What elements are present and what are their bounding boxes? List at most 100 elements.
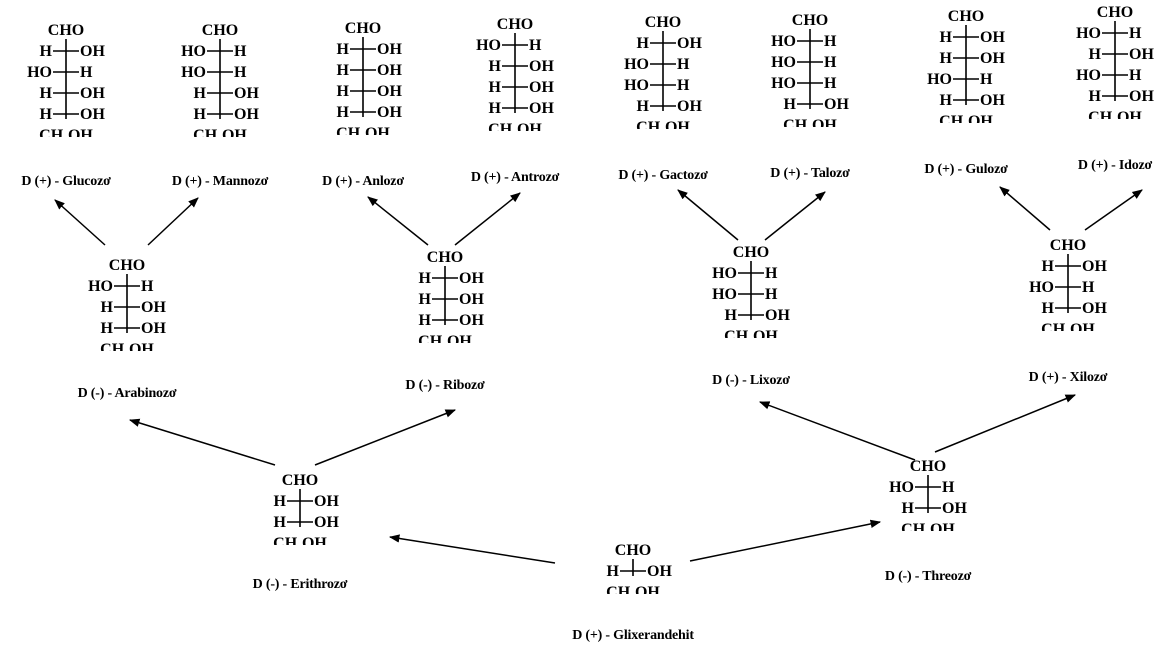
left-substituent: HO bbox=[1076, 67, 1101, 84]
sugar-name-idose: D (+) - Idozơ bbox=[1077, 158, 1153, 173]
right-substituent: H bbox=[765, 286, 778, 303]
right-substituent: OH bbox=[1129, 46, 1154, 63]
right-substituent: OH bbox=[1129, 88, 1154, 105]
hydroxymethyl-group: CH₂OH bbox=[783, 117, 837, 127]
right-substituent: OH bbox=[677, 98, 702, 115]
right-substituent: OH bbox=[980, 92, 1005, 109]
left-substituent: H bbox=[40, 85, 53, 102]
left-substituent: H bbox=[1042, 300, 1055, 317]
left-substituent: HO bbox=[88, 278, 113, 295]
right-substituent: OH bbox=[529, 79, 554, 96]
left-substituent: H bbox=[725, 307, 738, 324]
sugar-name-allose: D (+) - Anlozơ bbox=[322, 174, 404, 189]
right-substituent: OH bbox=[234, 106, 259, 123]
aldehyde-group: CHO bbox=[1097, 4, 1133, 21]
left-substituent: HO bbox=[624, 56, 649, 73]
hydroxymethyl-group: CH₂OH bbox=[273, 535, 327, 545]
right-substituent: OH bbox=[647, 563, 672, 580]
hydroxymethyl-group: CH₂OH bbox=[100, 341, 154, 351]
arrow-erythrose-to-arabinose bbox=[128, 418, 276, 466]
aldehyde-group: CHO bbox=[497, 16, 533, 33]
right-substituent: OH bbox=[980, 50, 1005, 67]
arrow-arabinose-to-mannose bbox=[147, 197, 199, 246]
left-substituent: H bbox=[419, 312, 432, 329]
left-substituent: H bbox=[337, 62, 350, 79]
right-substituent: OH bbox=[459, 291, 484, 308]
hydroxymethyl-group: CH₂OH bbox=[418, 333, 472, 343]
sugar-name-erythrose: D (-) - Erithrozơ bbox=[252, 577, 348, 592]
hydroxymethyl-group: CH₂OH bbox=[336, 125, 390, 135]
aldehyde-group: CHO bbox=[48, 22, 84, 39]
arrow-ribose-to-altrose bbox=[454, 192, 521, 246]
right-substituent: OH bbox=[80, 85, 105, 102]
right-substituent: OH bbox=[677, 35, 702, 52]
left-substituent: HO bbox=[181, 43, 206, 60]
left-substituent: HO bbox=[712, 286, 737, 303]
left-substituent: HO bbox=[1076, 25, 1101, 42]
hydroxymethyl-group: CH₂OH bbox=[1041, 321, 1095, 331]
right-substituent: H bbox=[1129, 25, 1142, 42]
hydroxymethyl-group: CH₂OH bbox=[724, 328, 778, 338]
hydroxymethyl-group: CH₂OH bbox=[636, 119, 690, 129]
right-substituent: OH bbox=[80, 43, 105, 60]
left-substituent: H bbox=[940, 29, 953, 46]
left-substituent: H bbox=[101, 299, 114, 316]
arrow-glyceraldehyde-to-erythrose bbox=[388, 534, 556, 564]
right-substituent: OH bbox=[459, 312, 484, 329]
left-substituent: HO bbox=[771, 33, 796, 50]
left-substituent: HO bbox=[712, 265, 737, 282]
left-substituent: H bbox=[274, 493, 287, 510]
left-substituent: HO bbox=[771, 54, 796, 71]
aldehyde-group: CHO bbox=[733, 244, 769, 261]
sugar-name-mannose: D (+) - Mannozơ bbox=[171, 174, 269, 189]
aldehyde-group: CHO bbox=[645, 14, 681, 31]
left-substituent: H bbox=[101, 320, 114, 337]
right-substituent: OH bbox=[765, 307, 790, 324]
right-substituent: H bbox=[529, 37, 542, 54]
aldehyde-group: CHO bbox=[948, 8, 984, 25]
right-substituent: H bbox=[824, 33, 837, 50]
sugar-name-arabinose: D (-) - Arabinozơ bbox=[77, 386, 177, 401]
right-substituent: H bbox=[141, 278, 154, 295]
hydroxymethyl-group: CH₂OH bbox=[1088, 109, 1142, 119]
right-substituent: OH bbox=[377, 62, 402, 79]
right-substituent: OH bbox=[80, 106, 105, 123]
right-substituent: OH bbox=[529, 58, 554, 75]
aldehyde-group: CHO bbox=[1050, 237, 1086, 254]
left-substituent: H bbox=[1089, 88, 1102, 105]
right-substituent: OH bbox=[234, 85, 259, 102]
sugar-name-ribose: D (-) - Ribozơ bbox=[405, 378, 485, 393]
right-substituent: H bbox=[824, 75, 837, 92]
left-substituent: H bbox=[607, 563, 620, 580]
left-substituent: H bbox=[40, 43, 53, 60]
right-substituent: OH bbox=[377, 83, 402, 100]
left-substituent: H bbox=[274, 514, 287, 531]
right-substituent: OH bbox=[377, 104, 402, 121]
arrow-erythrose-to-ribose bbox=[314, 409, 456, 466]
hydroxymethyl-group: CH₂OH bbox=[901, 521, 955, 531]
right-substituent: H bbox=[980, 71, 993, 88]
left-substituent: H bbox=[489, 58, 502, 75]
left-substituent: H bbox=[337, 83, 350, 100]
right-substituent: OH bbox=[1082, 258, 1107, 275]
left-substituent: H bbox=[489, 79, 502, 96]
arrow-lyxose-to-galactose bbox=[677, 189, 739, 241]
left-substituent: H bbox=[902, 500, 915, 517]
right-substituent: H bbox=[234, 43, 247, 60]
sugar-name-galactose: D (+) - Gactozơ bbox=[618, 168, 708, 183]
left-substituent: H bbox=[1089, 46, 1102, 63]
arrow-lyxose-to-talose bbox=[764, 191, 826, 241]
